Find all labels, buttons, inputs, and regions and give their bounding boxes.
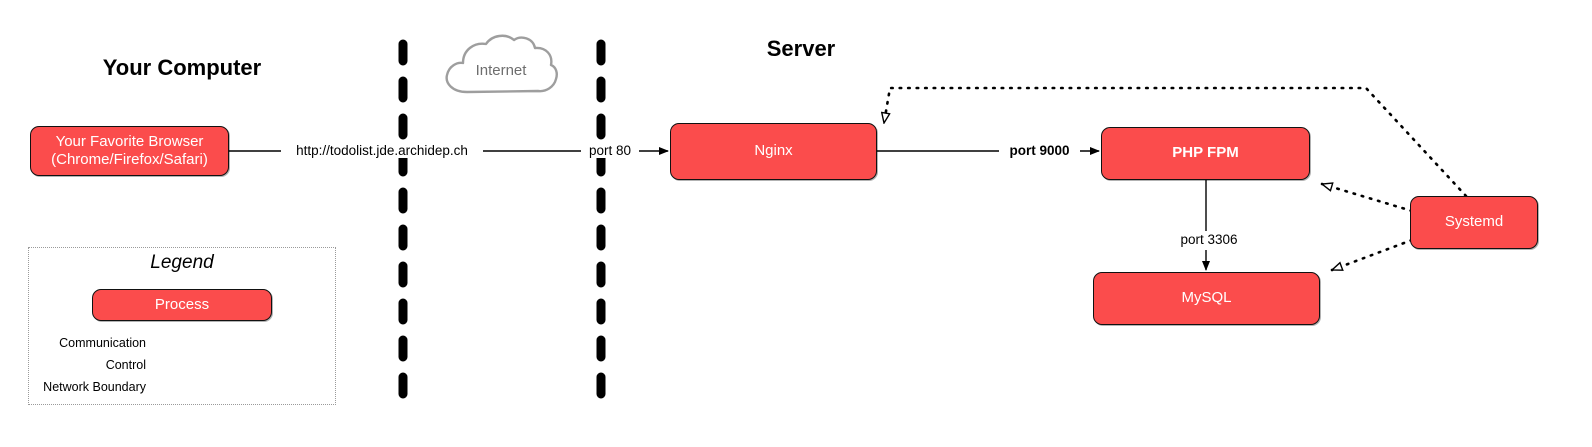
legend-process-swatch: Process	[92, 289, 272, 321]
control-systemd-to-phpfpm	[1322, 184, 1414, 213]
control-systemd-to-nginx	[884, 86, 1468, 198]
process-php-fpm[interactable]: PHP FPM	[1101, 127, 1310, 180]
legend-panel	[28, 247, 336, 405]
legend-label-communication: Communication	[59, 336, 146, 350]
legend-label-control: Control	[105, 358, 146, 372]
edge-label-port-9000: port 9000	[999, 143, 1080, 158]
zone-title-server: Server	[766, 36, 836, 61]
legend-title: Legend	[150, 252, 214, 273]
edge-label-port-80: port 80	[581, 143, 639, 158]
process-systemd[interactable]: Systemd	[1410, 196, 1538, 249]
edge-label-port-3306: port 3306	[1167, 232, 1251, 247]
process-mysql[interactable]: MySQL	[1093, 272, 1320, 325]
edge-label-url: http://todolist.jde.archidep.ch	[281, 143, 483, 158]
process-browser[interactable]: Your Favorite Browser (Chrome/Firefox/Sa…	[30, 126, 229, 176]
process-nginx[interactable]: Nginx	[670, 123, 877, 180]
process-browser-line-1: Your Favorite Browser	[55, 132, 204, 150]
zone-title-your-computer: Your Computer	[102, 55, 262, 80]
internet-cloud-icon	[445, 34, 558, 94]
process-browser-line-2: (Chrome/Firefox/Safari)	[51, 151, 208, 168]
control-systemd-to-mysql	[1332, 238, 1414, 272]
legend-label-network-boundary: Network Boundary	[43, 380, 146, 394]
internet-cloud-label: Internet	[475, 62, 527, 79]
